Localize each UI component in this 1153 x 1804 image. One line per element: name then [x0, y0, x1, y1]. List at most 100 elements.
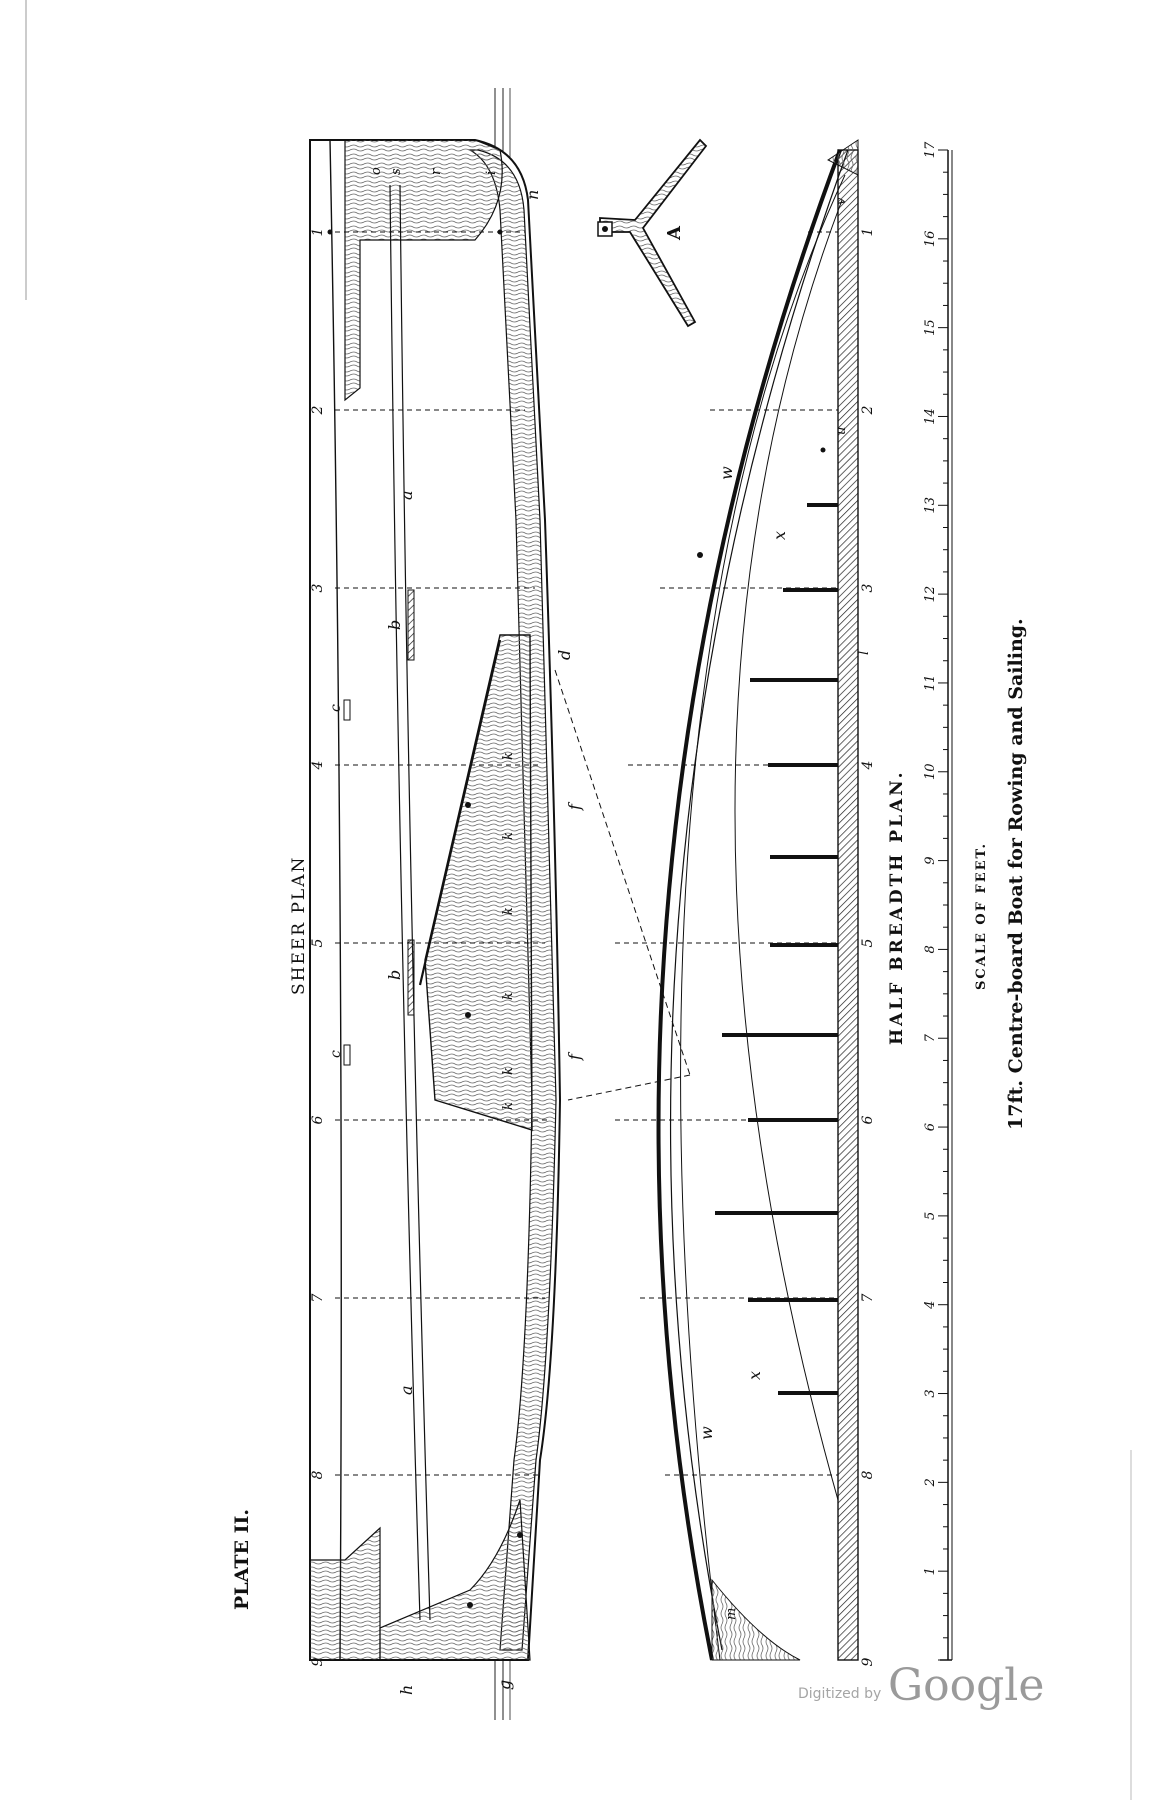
detail-a-label: A [664, 225, 685, 241]
label-o: o [369, 167, 384, 175]
label-k4: k [501, 992, 516, 1000]
label-k1: k [501, 752, 516, 760]
label-n: n [523, 190, 542, 200]
sheer-plan-title: SHEER PLAN [289, 856, 309, 995]
half-breadth-outer [656, 149, 842, 1661]
scale-of-feet [938, 149, 953, 1661]
label-r: r [429, 168, 444, 175]
sheer-station-8: 8 [310, 1470, 326, 1479]
scale-tick-label: 3 [923, 1389, 938, 1397]
scale-tick-label: 10 [923, 763, 938, 780]
sheer-line [329, 139, 342, 1661]
hb-station-8: 8 [860, 1470, 876, 1479]
label-f-fwd: f [565, 801, 584, 811]
stern-transom [309, 1526, 381, 1661]
label-h: h [397, 1685, 416, 1695]
waterline-x [734, 199, 843, 1501]
half-breadth-stem [827, 139, 859, 176]
scale-tick-label: 8 [923, 945, 938, 953]
label-f-aft: f [565, 1051, 584, 1061]
hb-station-2: 2 [860, 405, 876, 415]
label-m: m [724, 1608, 739, 1620]
label-i: i [484, 171, 499, 175]
label-v: v [834, 197, 849, 205]
scale-tick-label: 15 [923, 319, 938, 336]
sheer-station-3: 3 [310, 583, 326, 592]
centre-board-edge [418, 639, 502, 986]
half-breadth-inner [669, 149, 849, 1651]
scale-tick-label: 9 [923, 856, 938, 864]
hb-station-4: 4 [860, 761, 876, 771]
scale-tick-label: 4 [923, 1301, 938, 1310]
scale-tick-label: 14 [923, 408, 938, 425]
hb-station-7: 7 [860, 1293, 876, 1302]
scale-title: SCALE OF FEET. [974, 842, 989, 990]
hb-station-9: 9 [860, 1657, 876, 1666]
sheer-station-4: 4 [310, 761, 326, 771]
waterline-w [680, 174, 846, 1661]
sheer-station-7: 7 [310, 1293, 326, 1302]
rotated-labels: PLATE II. SHEER PLAN HALF BREADTH PLAN. … [231, 167, 1027, 1695]
scale-tick-label: 1 [923, 1567, 938, 1575]
watermark-prefix: Digitized by [798, 1686, 882, 1702]
label-d: d [555, 650, 574, 660]
sheer-station-9: 9 [310, 1657, 326, 1666]
label-g: g [495, 1680, 514, 1690]
sheer-station-6: 6 [310, 1115, 326, 1124]
thwart-line-b [399, 184, 431, 1621]
label-w-fwd: w [717, 466, 736, 480]
cleat-c-aft [343, 1044, 351, 1066]
hb-station-5: 5 [860, 938, 876, 947]
half-breadth-keel [837, 149, 859, 1661]
watermark-brand: Google [888, 1660, 1045, 1711]
hb-station-6: 6 [860, 1115, 876, 1124]
label-a-aft: a [397, 1385, 416, 1395]
stem-timber [310, 139, 503, 402]
label-k5: k [501, 1067, 516, 1075]
label-b-aft: b [385, 970, 404, 980]
half-breadth-stern [711, 1578, 801, 1661]
label-c-aft: c [328, 1050, 344, 1058]
label-k3: k [501, 907, 516, 915]
sheer-plan [309, 139, 562, 1661]
thwart-b-fwd [407, 589, 415, 661]
label-u: u [834, 427, 849, 435]
label-k6: k [501, 1102, 516, 1110]
label-x-aft: x [745, 1371, 764, 1380]
sheer-station-5: 5 [310, 938, 326, 947]
sheer-hull-outline [309, 139, 562, 1661]
cleat-c-fwd [343, 699, 351, 721]
plate-label: PLATE II. [231, 1509, 253, 1610]
label-k2: k [501, 832, 516, 840]
scale-tick-label: 11 [923, 675, 938, 692]
scale-tick-label: 5 [923, 1212, 938, 1220]
hb-station-3: 3 [860, 583, 876, 592]
label-s: s [389, 168, 404, 175]
scale-tick-label: 12 [923, 586, 938, 603]
label-a-fwd: a [397, 490, 416, 500]
scale-tick-label: 6 [923, 1123, 938, 1131]
stern-deadwood [379, 1499, 531, 1661]
scale-tick-label: 2 [923, 1478, 938, 1487]
label-x-fwd: x [770, 531, 789, 540]
sheer-station-1: 1 [310, 228, 326, 237]
scale-tick-label: 16 [923, 231, 938, 248]
label-l: l [857, 651, 872, 655]
scale-tick-label: 7 [923, 1033, 938, 1042]
sheer-station-2: 2 [310, 405, 326, 415]
label-b-fwd: b [385, 620, 404, 630]
scale-tick-label: 13 [923, 497, 938, 514]
label-c-fwd: c [328, 704, 344, 712]
thwart-b-aft [407, 939, 415, 1016]
google-watermark: Digitized by Google [798, 1660, 1058, 1720]
half-breadth-plan [554, 139, 859, 1661]
scale-tick-label: 17 [923, 141, 938, 158]
detail-a [597, 138, 708, 328]
half-breadth-plan-title: HALF BREADTH PLAN. [887, 769, 907, 1045]
hb-station-1: 1 [860, 228, 876, 237]
thwart-line-a [389, 184, 421, 1621]
plate-caption: 17ft. Centre-board Boat for Rowing and S… [1005, 618, 1027, 1130]
